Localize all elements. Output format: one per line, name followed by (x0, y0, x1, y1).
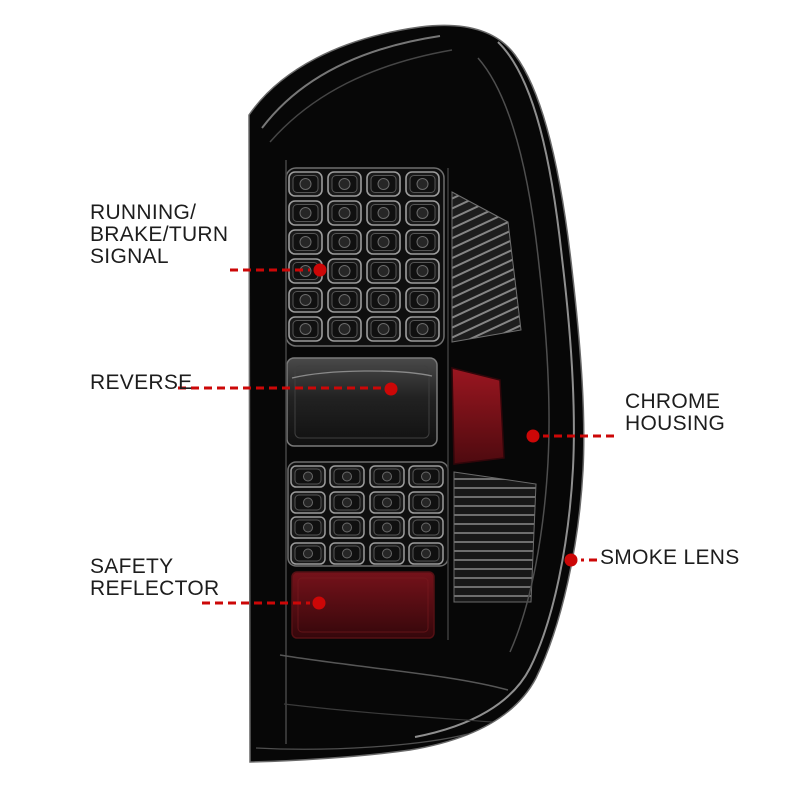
led-cell (327, 200, 362, 226)
bottom-contour-2 (283, 703, 493, 723)
side-red-reflector-body (451, 367, 505, 465)
top-lens-inner-curve (269, 49, 453, 143)
led-cell (327, 316, 362, 342)
led-cell (327, 287, 362, 313)
led-cell (288, 200, 323, 226)
led-cell (366, 258, 401, 284)
dot-running (313, 263, 327, 277)
led-cell (405, 229, 440, 255)
chrome-housing-contours (255, 35, 575, 750)
callout-reverse: REVERSE (90, 371, 193, 394)
callout-running-brake-turn-signal: RUNNING/ BRAKE/TURN SIGNAL (90, 201, 229, 268)
led-cell (369, 542, 405, 565)
led-cell (288, 171, 323, 197)
side-red-reflector (451, 367, 505, 465)
dot-smoke (564, 553, 578, 567)
led-cell (408, 516, 444, 539)
upper-optic-stripes (451, 191, 522, 343)
callout-dots (312, 263, 578, 610)
bottom-contour-1 (279, 654, 509, 691)
reverse-lens-body (286, 357, 438, 447)
dot-reverse (384, 382, 398, 396)
running-brake-turn-led-grid (285, 167, 445, 347)
led-cell (408, 491, 444, 514)
callout-leaders (178, 268, 614, 605)
led-cell (369, 465, 405, 488)
led-cell (288, 287, 323, 313)
led-cell (405, 287, 440, 313)
reverse-light-lens (286, 357, 438, 447)
reverse-lens-inner-outline (294, 365, 430, 439)
led-cell (366, 287, 401, 313)
top-lens-edge-curve (261, 35, 441, 129)
led-cell (329, 542, 365, 565)
safety-reflector-inner-outline (297, 577, 429, 633)
callout-smoke-lens: SMOKE LENS (600, 546, 740, 569)
led-cell (369, 491, 405, 514)
led-cell (405, 316, 440, 342)
lower-led-grid (287, 461, 449, 567)
led-cell (405, 200, 440, 226)
upper-lens-optics (451, 191, 522, 343)
led-cell (369, 516, 405, 539)
chrome-inner-curve (477, 57, 550, 653)
safety-reflector-body (291, 571, 435, 639)
dot-safety (312, 596, 326, 610)
led-cell (288, 229, 323, 255)
safety-reflector-lens (291, 571, 435, 639)
led-cell (290, 542, 326, 565)
callout-chrome-housing: CHROME HOUSING (625, 390, 726, 435)
led-cell (290, 516, 326, 539)
led-cell (290, 491, 326, 514)
led-cell (329, 465, 365, 488)
callout-safety-reflector: SAFETY REFLECTOR (90, 555, 220, 600)
led-cell (366, 200, 401, 226)
smoke-lens-ribbed-panel (453, 471, 537, 603)
ribbed-panel-body (453, 471, 537, 603)
led-cell (366, 316, 401, 342)
led-cell (329, 516, 365, 539)
bottom-lens-edge (255, 733, 469, 750)
led-cell (405, 171, 440, 197)
led-cell (327, 229, 362, 255)
reverse-lens-highlight (291, 370, 433, 379)
led-cell (288, 316, 323, 342)
led-cell (366, 171, 401, 197)
chrome-outer-curve (414, 41, 575, 738)
led-cell (327, 171, 362, 197)
led-cell (366, 229, 401, 255)
dot-chrome (526, 429, 540, 443)
led-cell (290, 465, 326, 488)
led-cell (327, 258, 362, 284)
led-cell (405, 258, 440, 284)
led-cell (329, 491, 365, 514)
led-cell (408, 542, 444, 565)
led-cell (408, 465, 444, 488)
